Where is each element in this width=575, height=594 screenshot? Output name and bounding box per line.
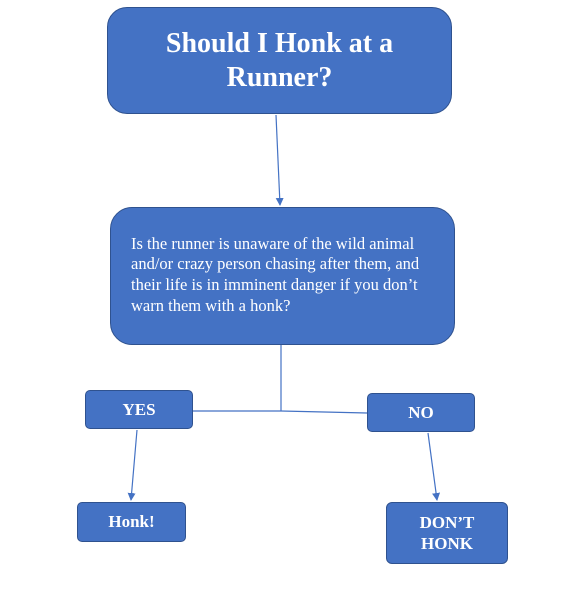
arrow-title-to-question [275,114,284,206]
dont-honk-outcome-node: DON’T HONK [386,502,508,564]
title-text: Should I Honk at a Runner? [165,27,394,93]
title-node: Should I Honk at a Runner? [107,7,452,114]
arrow-no-to-dont-honk [427,432,441,501]
honk-outcome-node: Honk! [77,502,186,542]
yes-label: YES [122,399,156,419]
branch-line-to-no [280,410,368,414]
dont-honk-outcome-text: DON’T HONK [419,512,475,553]
yes-branch-node: YES [85,390,193,429]
no-label: NO [408,402,434,422]
no-branch-node: NO [367,393,475,432]
question-node: Is the runner is unaware of the wild ani… [110,207,455,345]
arrow-yes-to-honk [127,429,138,501]
question-text: Is the runner is unaware of the wild ani… [131,233,420,315]
honk-outcome-text: Honk! [108,512,155,531]
